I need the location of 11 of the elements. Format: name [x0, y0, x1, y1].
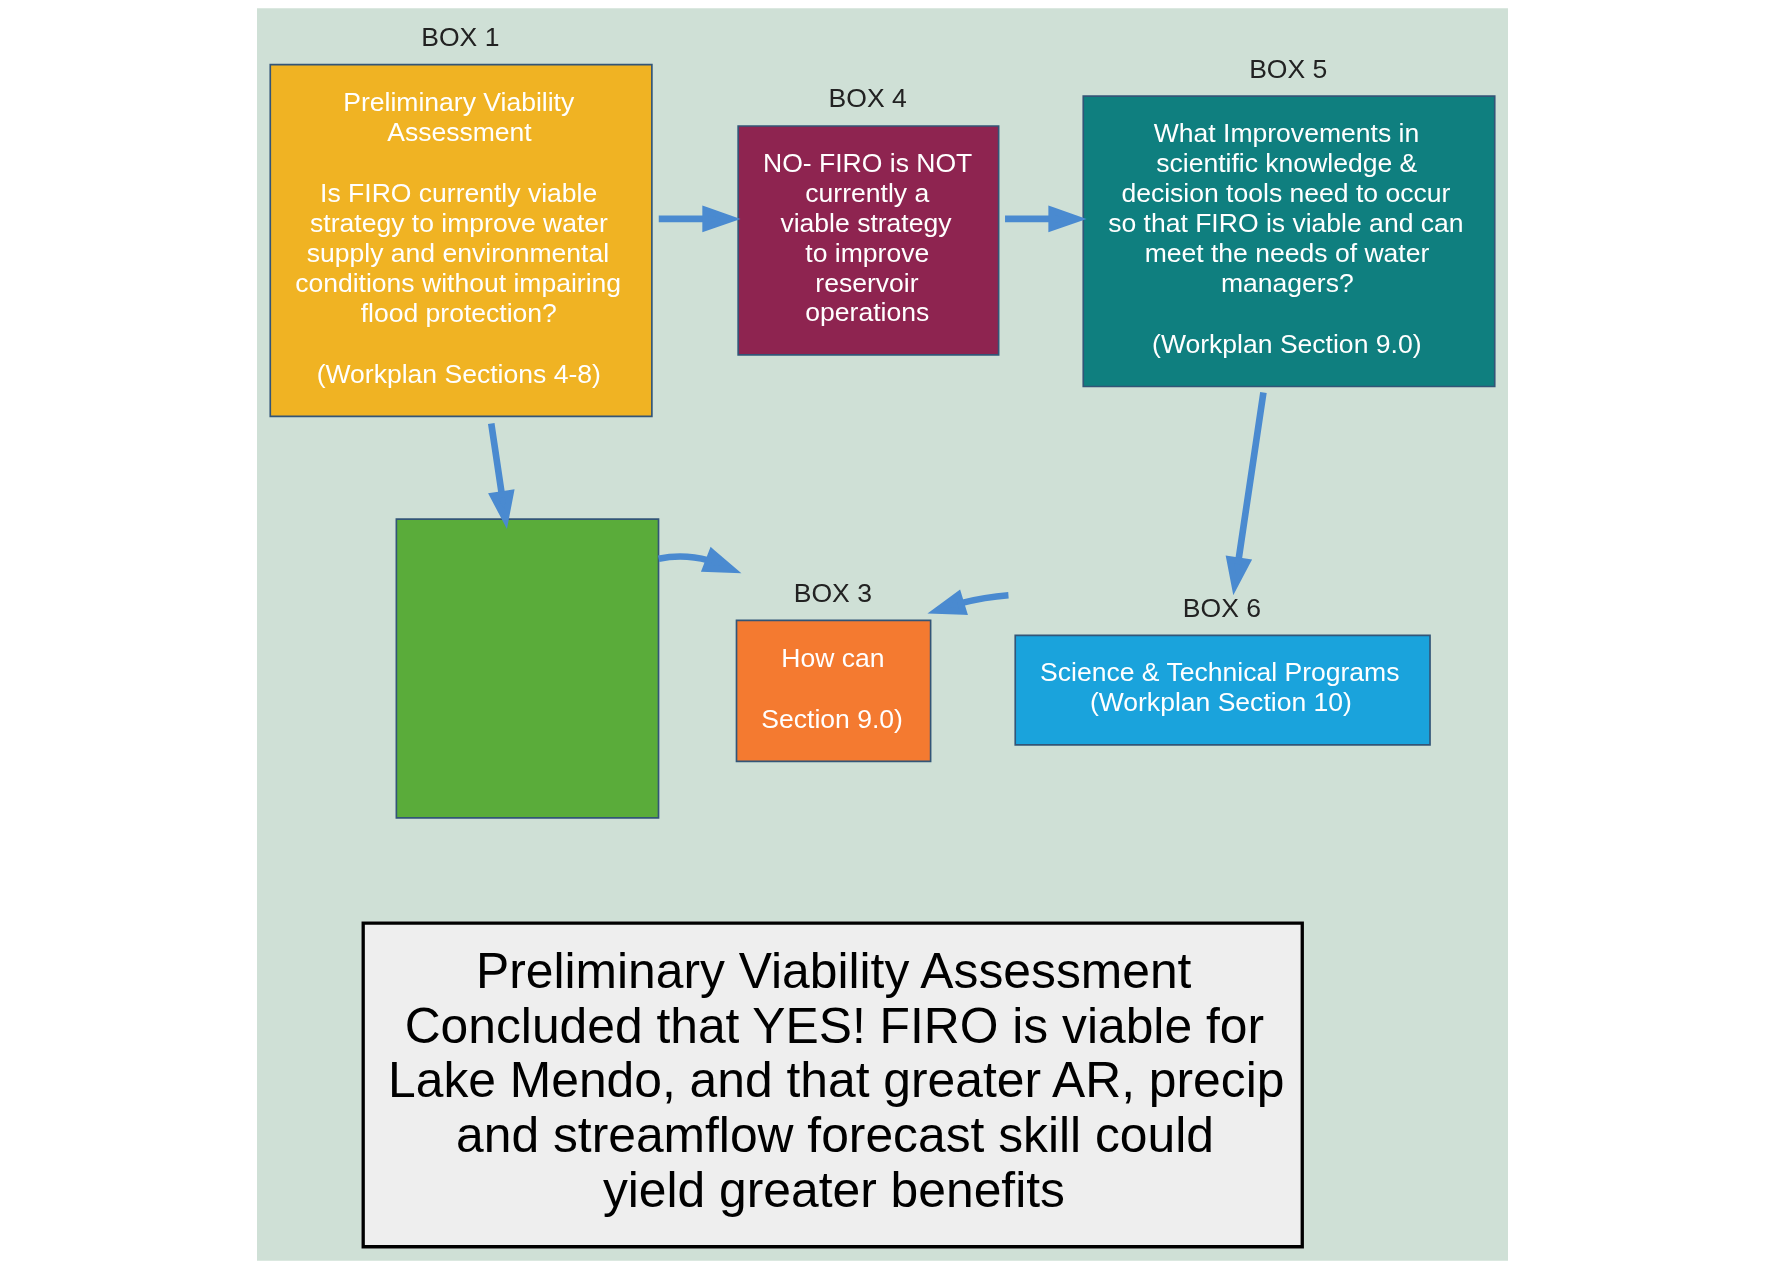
node-label: BOX 1: [421, 22, 500, 52]
node-box: [395, 518, 660, 819]
arrow: [1225, 392, 1267, 596]
arrow: [927, 589, 1009, 615]
arrow: [487, 423, 515, 530]
node-label: BOX 3: [793, 577, 872, 608]
node-label: BOX 6: [1182, 592, 1261, 623]
arrow: [658, 205, 741, 233]
arrow: [658, 546, 742, 574]
node-label: BOX 4: [828, 83, 907, 114]
node-label: BOX 5: [1249, 53, 1328, 84]
